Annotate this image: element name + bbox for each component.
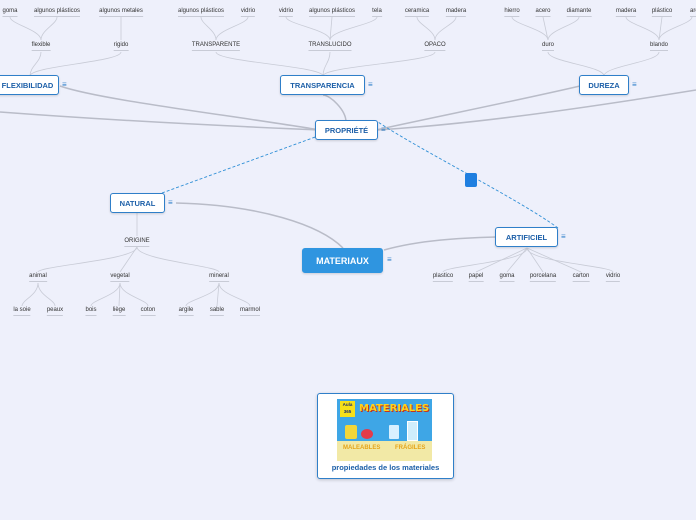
leaf-opaco[interactable]: OPACO: [424, 42, 445, 51]
image-card-caption: propiedades de los materiales: [318, 463, 453, 472]
leaf-acero[interactable]: acero: [535, 8, 550, 17]
leaf-mineral[interactable]: mineral: [209, 273, 229, 282]
link-handle-icon[interactable]: [465, 173, 477, 187]
leaf-papel[interactable]: papel: [469, 273, 484, 282]
leaf-peaux[interactable]: peaux: [47, 307, 63, 316]
branch-dureza[interactable]: DUREZA: [579, 75, 629, 95]
leaf-translucido[interactable]: TRANSLUCIDO: [308, 42, 351, 51]
leaf-vidrio[interactable]: vidrio: [279, 8, 293, 17]
leaf-arc[interactable]: arc: [690, 8, 696, 17]
thumbnail-glass-shape: [407, 421, 418, 441]
menu-lines-icon[interactable]: ≡: [561, 233, 566, 241]
leaf-goma[interactable]: goma: [2, 8, 17, 17]
leaf-plastico[interactable]: plástico: [652, 8, 672, 17]
leaf-liege[interactable]: liège: [113, 307, 126, 316]
leaf-madera[interactable]: madera: [446, 8, 466, 17]
central-node-propriete[interactable]: PROPRIÉTÉ: [315, 120, 378, 140]
leaf-bois[interactable]: bois: [85, 307, 96, 316]
leaf-goma[interactable]: goma: [499, 273, 514, 282]
branch-flexibilidad[interactable]: FLEXIBILIDAD: [0, 75, 59, 95]
leaf-porcelana[interactable]: porcelana: [530, 273, 556, 282]
leaf-duro[interactable]: duro: [542, 42, 554, 51]
thumbnail-ball-shape: [361, 429, 373, 439]
leaf-tela[interactable]: tela: [372, 8, 382, 17]
leaf-ceramica[interactable]: ceramica: [405, 8, 429, 17]
menu-lines-icon[interactable]: ≡: [168, 199, 173, 207]
leaf-rigido[interactable]: rigido: [114, 42, 129, 51]
leaf-plastico[interactable]: plastico: [433, 273, 453, 282]
leaf-vegetal[interactable]: vegetal: [110, 273, 129, 282]
leaf-algunos-plasticos[interactable]: algunos plásticos: [309, 8, 355, 17]
leaf-hierro[interactable]: hierro: [504, 8, 519, 17]
leaf-coton[interactable]: coton: [141, 307, 156, 316]
menu-lines-icon[interactable]: ≡: [368, 81, 373, 89]
leaf-vidrio[interactable]: vidrio: [241, 8, 255, 17]
leaf-origine[interactable]: ORIGINE: [124, 238, 149, 247]
leaf-transparente[interactable]: TRANSPARENTE: [192, 42, 240, 51]
leaf-algunos-metales[interactable]: algunos metales: [99, 8, 143, 17]
thumbnail-label-maleables: MALEABLES: [343, 445, 380, 451]
leaf-algunos-plasticos[interactable]: algunos plásticos: [34, 8, 80, 17]
branch-transparencia[interactable]: TRANSPARENCIA: [280, 75, 365, 95]
branch-natural[interactable]: NATURAL: [110, 193, 165, 213]
leaf-vidrio[interactable]: vidrio: [606, 273, 620, 282]
root-node-materiaux[interactable]: MATERIAUX: [302, 248, 383, 273]
leaf-argile[interactable]: argile: [179, 307, 194, 316]
leaf-algunos-plasticos[interactable]: algunos plásticos: [178, 8, 224, 17]
menu-lines-icon[interactable]: ≡: [632, 81, 637, 89]
leaf-la-soie[interactable]: la soie: [13, 307, 30, 316]
leaf-madera[interactable]: madera: [616, 8, 636, 17]
leaf-animal[interactable]: animal: [29, 273, 47, 282]
leaf-sable[interactable]: sable: [210, 307, 224, 316]
thumbnail-bottle-shape: [389, 425, 399, 439]
leaf-marmol[interactable]: marmol: [240, 307, 260, 316]
thumbnail-label-fragiles: FRÁGILES: [395, 445, 425, 451]
thumbnail-floor: [337, 441, 432, 461]
leaf-diamante[interactable]: diamante: [567, 8, 592, 17]
menu-lines-icon[interactable]: ≡: [62, 81, 67, 89]
thumbnail-cup-shape: [345, 425, 357, 439]
menu-lines-icon[interactable]: ≡: [381, 126, 386, 134]
thumbnail-title: MATERIALES: [359, 403, 429, 414]
leaf-flexible[interactable]: flexible: [32, 42, 51, 51]
branch-artificiel[interactable]: ARTIFICIEL: [495, 227, 558, 247]
leaf-carton[interactable]: carton: [573, 273, 590, 282]
leaf-blando[interactable]: blando: [650, 42, 668, 51]
menu-lines-icon[interactable]: ≡: [387, 256, 392, 264]
